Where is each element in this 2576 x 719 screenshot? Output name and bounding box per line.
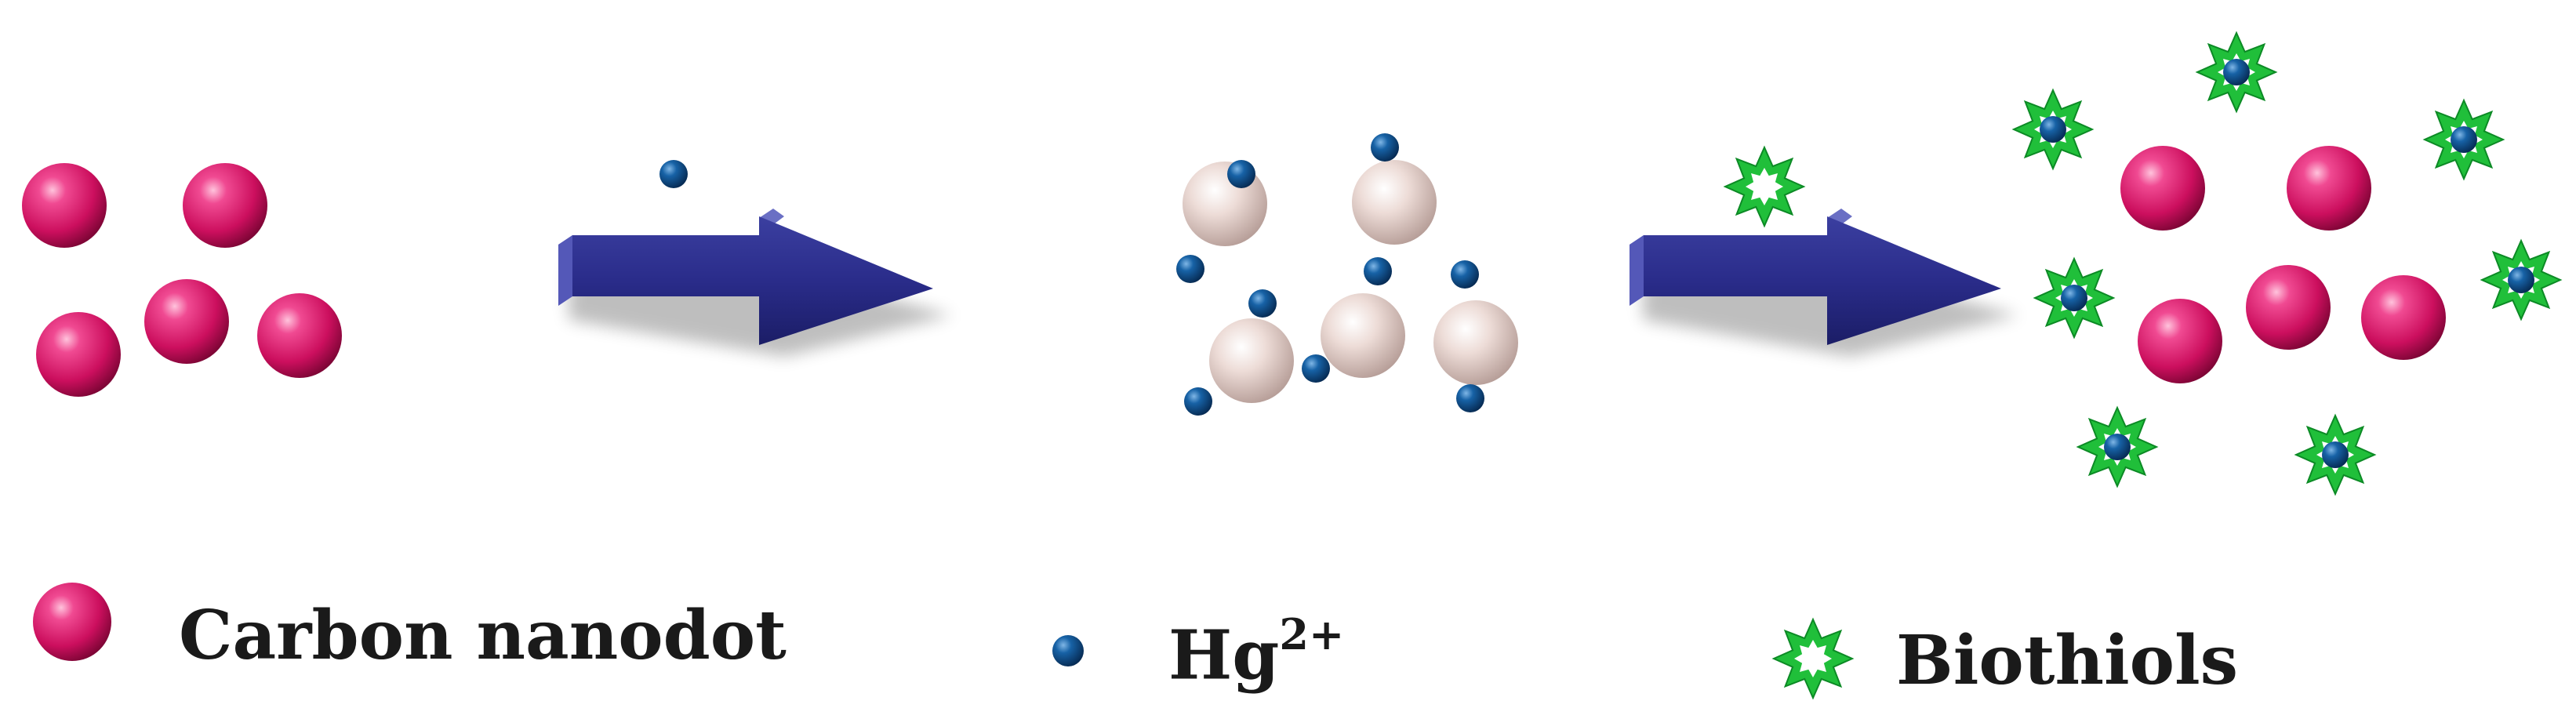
carbon-nanodot bbox=[2361, 275, 2446, 360]
arrow-front-face bbox=[1644, 216, 2001, 345]
legend-hg-ion-icon bbox=[1052, 635, 1084, 666]
hg-ion bbox=[1302, 354, 1330, 383]
stage-1-nanodots bbox=[22, 163, 342, 397]
hg-ion bbox=[1456, 384, 1484, 412]
reaction-arrow-2 bbox=[1630, 209, 2019, 357]
legend-hg-base: Hg bbox=[1168, 616, 1280, 695]
arrow-side-face bbox=[1630, 235, 1644, 306]
hg-ion bbox=[1451, 260, 1479, 289]
hg-ion bbox=[2451, 126, 2477, 153]
hg-biothiol-complex bbox=[2076, 405, 2159, 488]
stage-2-quenched-complex bbox=[1176, 133, 1518, 416]
hg-ion bbox=[2322, 441, 2349, 468]
hg-ion bbox=[1176, 255, 1204, 283]
hg-biothiol-complex bbox=[2033, 256, 2116, 340]
carbon-nanodot bbox=[2138, 299, 2222, 383]
carbon-nanodot bbox=[2287, 146, 2371, 231]
hg-biothiol-complex bbox=[2422, 98, 2505, 181]
carbon-nanodot bbox=[22, 163, 107, 248]
carbon-nanodot bbox=[257, 293, 342, 378]
quenched-nanodot bbox=[1321, 293, 1405, 378]
carbon-nanodot bbox=[36, 312, 121, 397]
quenched-nanodot bbox=[1433, 300, 1518, 385]
hg-ion bbox=[2040, 116, 2066, 143]
carbon-nanodot bbox=[2246, 265, 2331, 350]
legend-biothiol-icon bbox=[1771, 617, 1855, 700]
legend-carbon-nanodot-icon bbox=[33, 583, 111, 661]
hg-biothiol-complex bbox=[2195, 31, 2278, 114]
arrow-front-face bbox=[572, 216, 933, 345]
carbon-nanodot bbox=[2120, 146, 2205, 231]
stage-3-restored bbox=[2011, 31, 2563, 496]
legend bbox=[33, 583, 1855, 700]
hg-ion bbox=[2223, 59, 2250, 85]
legend-carbon-nanodot-label: Carbon nanodot bbox=[179, 596, 787, 675]
hg-ion bbox=[2061, 285, 2087, 311]
quenched-nanodot bbox=[1352, 160, 1437, 245]
hg-biothiol-complex bbox=[2294, 413, 2377, 496]
biothiol-reagent bbox=[1723, 145, 1806, 228]
hg-ion bbox=[1371, 133, 1399, 162]
hg-ion bbox=[1364, 257, 1392, 285]
quenched-nanodot bbox=[1209, 318, 1294, 403]
hg-ion bbox=[2104, 434, 2131, 460]
hg-ion bbox=[1184, 387, 1212, 416]
carbon-nanodot bbox=[183, 163, 267, 248]
hg-ion bbox=[1227, 160, 1255, 188]
legend-biothiol-label: Biothiols bbox=[1896, 621, 2239, 700]
reaction-arrow-1 bbox=[558, 209, 953, 357]
hg-ion-reagent bbox=[659, 160, 688, 188]
hg-ion bbox=[1248, 289, 1277, 318]
hg-biothiol-complex bbox=[2480, 238, 2563, 321]
hg-biothiol-complex bbox=[2011, 88, 2095, 171]
biothiol-core bbox=[1746, 168, 1783, 205]
arrow-side-face bbox=[558, 235, 572, 306]
legend-hg-label: Hg2+ bbox=[1168, 613, 1344, 690]
carbon-nanodot bbox=[144, 279, 229, 364]
hg-ion bbox=[2508, 267, 2534, 293]
legend-hg-charge: 2+ bbox=[1279, 609, 1345, 659]
